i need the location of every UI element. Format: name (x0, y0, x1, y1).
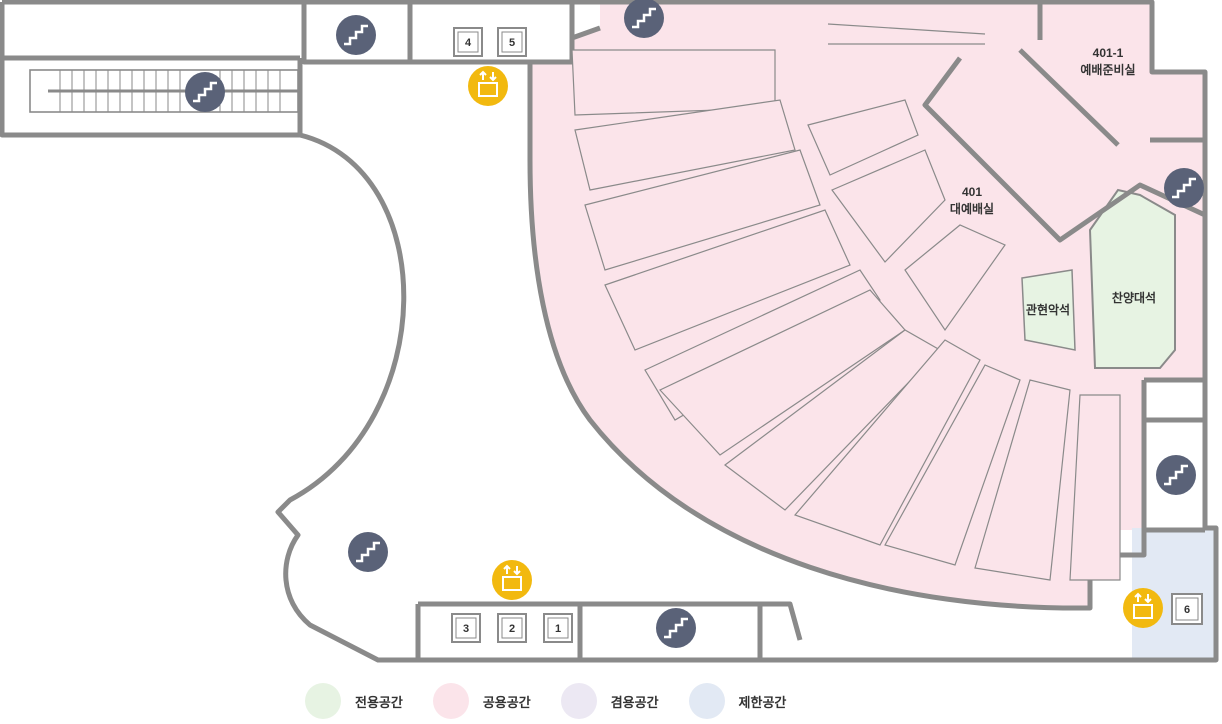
elevator-number: 5 (509, 37, 515, 49)
floor-plan: 4 5 3 2 1 6 401-1 예배준비실 401 대예배실 찬양대석 관현… (0, 0, 1219, 663)
elevator-number: 3 (463, 623, 469, 635)
legend-label: 전용공간 (355, 694, 403, 710)
choir-label: 찬양대석 (1112, 290, 1156, 305)
elevator-box[interactable]: 1 (543, 613, 573, 643)
elevator-number: 2 (509, 623, 515, 635)
elevator-box[interactable]: 2 (497, 613, 527, 643)
stairs-icon[interactable] (336, 15, 376, 55)
legend-item-restricted: 제한공간 (688, 683, 787, 719)
elevator-icon[interactable] (1123, 588, 1163, 628)
elevator-number: 1 (555, 623, 561, 635)
orchestra-label: 관현악석 (1026, 302, 1070, 317)
legend-item-shared: 겸용공간 (560, 683, 659, 719)
legend-item-public: 공용공간 (432, 683, 531, 719)
elevator-box[interactable]: 6 (1171, 593, 1203, 625)
legend-label: 겸용공간 (610, 694, 659, 710)
seating-block (571, 49, 1121, 581)
legend-swatch (560, 683, 597, 719)
stairs-icon[interactable] (185, 72, 225, 112)
legend-label: 공용공간 (482, 694, 531, 710)
elevator-icon[interactable] (492, 560, 532, 600)
stairs-icon[interactable] (348, 532, 388, 572)
stairs-icon[interactable] (1164, 168, 1204, 208)
elevator-icon[interactable] (468, 66, 508, 106)
legend-swatch (432, 683, 469, 719)
elevator-number: 6 (1184, 604, 1190, 616)
legend-swatch (688, 683, 725, 719)
stairs-icon[interactable] (1156, 455, 1196, 495)
elevator-box[interactable]: 4 (453, 27, 483, 57)
prep-room-name: 예배준비실 (1080, 62, 1135, 77)
elevator-number: 4 (465, 37, 472, 49)
choir-area[interactable] (1088, 188, 1176, 369)
legend-label: 제한공간 (738, 694, 787, 710)
main-hall-number: 401 (962, 185, 982, 199)
orchestra-area[interactable] (1021, 269, 1076, 351)
elevator-box[interactable]: 5 (497, 27, 527, 57)
legend: 전용공간 공용공간 겸용공간 제한공간 (305, 683, 786, 719)
legend-swatch (305, 683, 341, 719)
main-hall-name: 대예배실 (950, 201, 994, 216)
legend-item-dedicated: 전용공간 (305, 683, 403, 719)
elevator-box[interactable]: 3 (451, 613, 481, 643)
stairs-icon[interactable] (624, 0, 664, 38)
prep-room-number: 401-1 (1093, 46, 1124, 60)
stairs-icon[interactable] (656, 608, 696, 648)
